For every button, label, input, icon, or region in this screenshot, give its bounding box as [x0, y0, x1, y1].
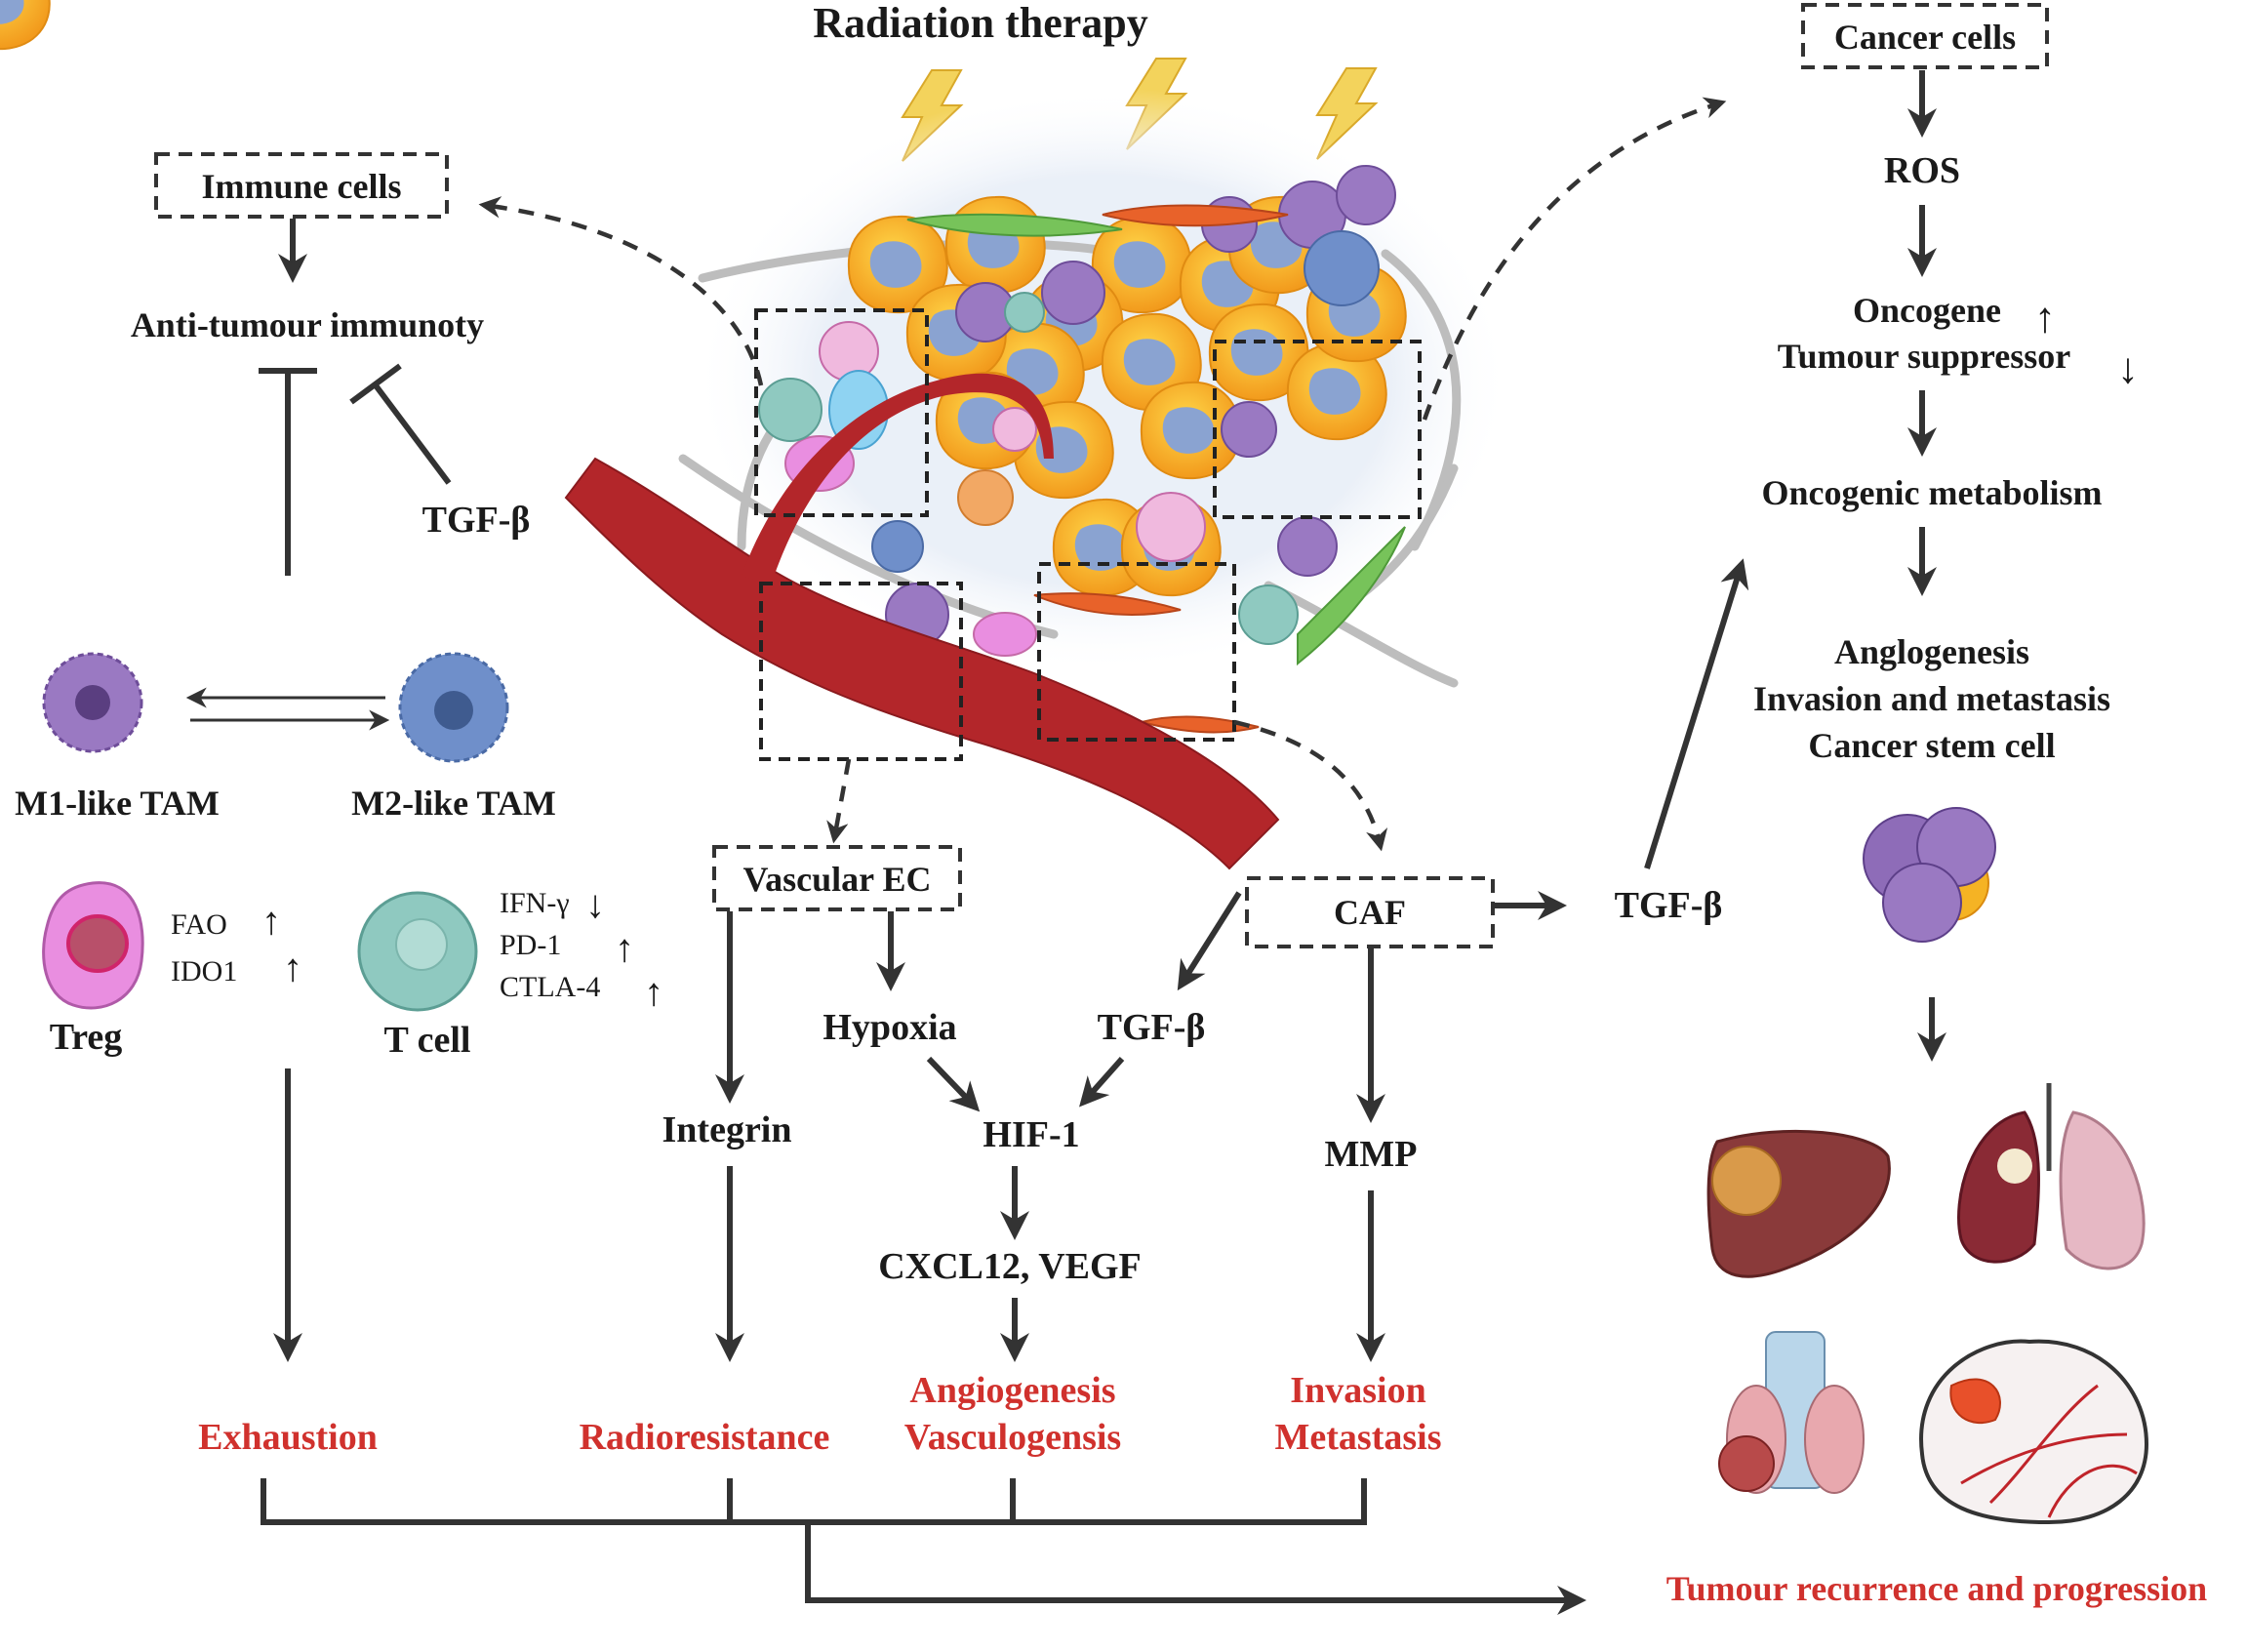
t-cell-icon [357, 891, 478, 1012]
liver-icon [1706, 1129, 1891, 1278]
caf-tgf-beta: TGF-β [1615, 885, 1723, 926]
tumour-microenvironment [0, 0, 1512, 870]
treg-label: Treg [50, 1017, 123, 1058]
left-tgf-beta: TGF-β [422, 500, 531, 541]
vascular-ec-label: Vascular EC [742, 860, 931, 899]
m1-label: M1-like TAM [15, 784, 220, 823]
radioresistance-label: Radioresistance [580, 1417, 830, 1458]
exhaustion-label: Exhaustion [198, 1417, 378, 1458]
tcell-marker-1: PD-1 [500, 929, 561, 961]
oncogene-label: Oncogene [1853, 291, 2001, 330]
suppressor-arrow: ↓ [2117, 344, 2139, 392]
tcell-label: T cell [383, 1020, 470, 1061]
vasculogensis-label: Vasculogensis [904, 1417, 1121, 1458]
cxcl-label: CXCL12, VEGF [878, 1246, 1142, 1287]
cancer-cluster-icon [1863, 807, 1996, 943]
m2-label: M2-like TAM [351, 784, 556, 823]
mmp-label: MMP [1325, 1134, 1418, 1175]
tcell-marker-0: IFN-γ [500, 887, 570, 919]
cancer-cells-box [1801, 3, 2049, 69]
hypoxia-label: Hypoxia [823, 1007, 956, 1048]
treg-marker-0: FAO [171, 908, 227, 941]
tumour-cell-icon [0, 0, 1407, 597]
ros-label: ROS [1884, 150, 1960, 191]
thyroid-icon [1718, 1331, 1865, 1494]
title: Radiation therapy [813, 0, 1147, 47]
metabolism-label: Oncogenic metabolism [1762, 473, 2103, 512]
cancer-cells-label: Cancer cells [1834, 18, 2016, 57]
tcell-arrow-1: ↑ [615, 926, 634, 970]
caf-box [1245, 876, 1495, 948]
anti-tumour-label: Anti-tumour immunoty [131, 305, 484, 344]
immune-cells-box [154, 152, 449, 219]
tcell-arrow-2: ↑ [644, 970, 663, 1014]
treg-cell-icon [42, 881, 144, 1010]
blood-vessel-icon [564, 457, 1280, 870]
m2-macrophage-icon [398, 652, 509, 763]
convergence-lines [261, 1478, 1586, 1615]
metastasis-label: Metastasis [1275, 1417, 1442, 1458]
effect-0: Anglogenesis [1834, 632, 2029, 671]
tcell-marker-2: CTLA-4 [500, 971, 600, 1003]
brain-icon [1919, 1339, 2149, 1525]
treg-arrow-1: ↑ [283, 946, 302, 989]
immune-cells-label: Immune cells [202, 167, 402, 206]
integrin-label: Integrin [662, 1109, 792, 1150]
hif-label: HIF-1 [983, 1114, 1079, 1155]
suppressor-label: Tumour suppressor [1778, 337, 2070, 376]
invasion-label: Invasion [1290, 1370, 1425, 1411]
treg-marker-1: IDO1 [171, 955, 237, 987]
effect-1: Invasion and metastasis [1753, 679, 2110, 718]
treg-arrow-0: ↑ [261, 899, 281, 943]
final-outcome-label: Tumour recurrence and progression [1666, 1569, 2207, 1608]
oncogene-arrow: ↑ [2034, 294, 2056, 342]
caf-label: CAF [1334, 893, 1406, 932]
angiogenesis-label: Angiogenesis [909, 1370, 1115, 1411]
center-tgf-beta: TGF-β [1098, 1007, 1206, 1048]
m1-macrophage-icon [42, 652, 143, 753]
tcell-arrow-0: ↓ [585, 882, 605, 926]
vascular-ec-box [712, 845, 962, 911]
effect-2: Cancer stem cell [1808, 726, 2055, 765]
lung-icon [1957, 1083, 2146, 1270]
